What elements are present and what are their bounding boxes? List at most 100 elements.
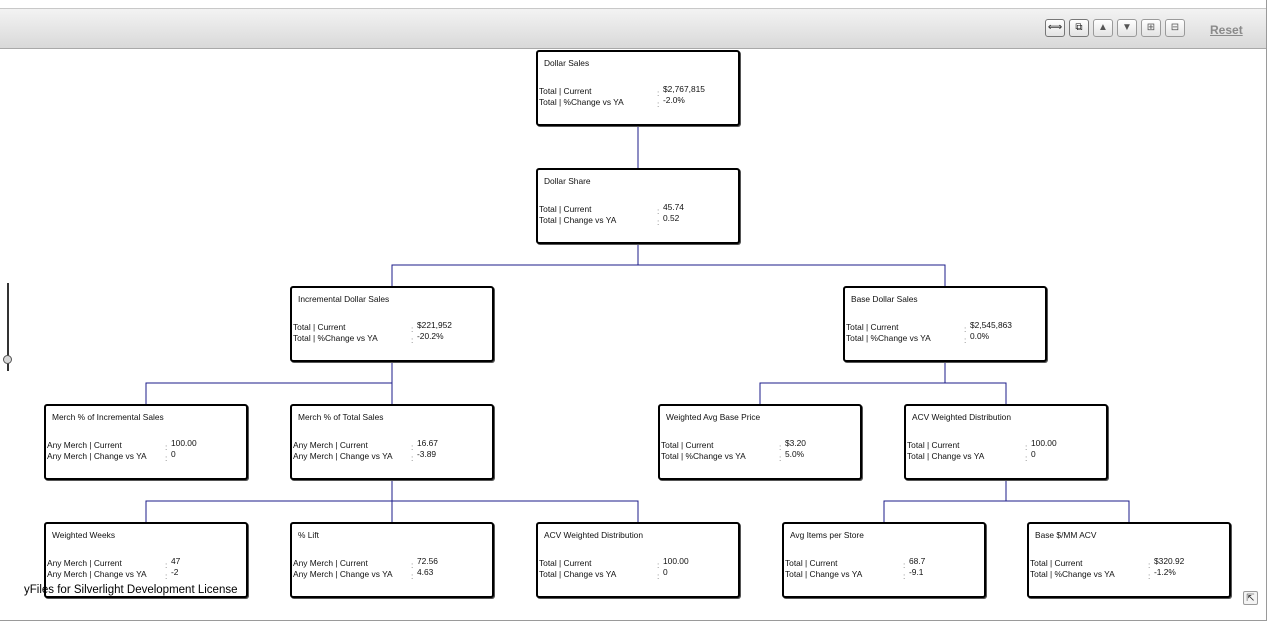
node-row-value: 0 — [663, 567, 668, 577]
node-row-separator: : — [903, 571, 906, 581]
node-row-value: -9.1 — [909, 567, 924, 577]
node-row-label: Any Merch | Current — [47, 440, 122, 450]
node-row-separator: : — [165, 571, 168, 581]
node-row-label: Total | Change vs YA — [539, 569, 617, 579]
node-row-separator: : — [964, 324, 967, 334]
node-row-value: 100.00 — [663, 556, 689, 566]
corner-resize-icon[interactable]: ⇱ — [1243, 591, 1258, 605]
node-row-separator: : — [165, 453, 168, 463]
collapse-icon[interactable]: ⊟ — [1165, 19, 1185, 37]
tree-edge — [1005, 480, 1130, 522]
node-row-value: 72.56 — [417, 556, 438, 566]
node-row-value: $320.92 — [1154, 556, 1185, 566]
node-row-label: Any Merch | Change vs YA — [293, 569, 393, 579]
reset-link[interactable]: Reset — [1210, 23, 1243, 37]
node-row-value: 100.00 — [1031, 438, 1057, 448]
tree-edge — [759, 362, 946, 404]
node-row-value: -2 — [171, 567, 179, 577]
node-row-separator: : — [411, 571, 414, 581]
zoom-slider-thumb[interactable] — [3, 355, 12, 364]
node-row-label: Total | Change vs YA — [539, 215, 617, 225]
node-title: Incremental Dollar Sales — [298, 294, 390, 304]
node-row-label: Total | Current — [539, 558, 592, 568]
node-row-separator: : — [165, 442, 168, 452]
node-row-value: -3.89 — [417, 449, 437, 459]
node-row-separator: : — [411, 560, 414, 570]
node-row-label: Total | Current — [539, 86, 592, 96]
node-row-separator: : — [411, 324, 414, 334]
node-row-value: -2.0% — [663, 95, 685, 105]
node-row-label: Total | Current — [293, 322, 346, 332]
node-row-separator: : — [1025, 442, 1028, 452]
node-row-separator: : — [964, 335, 967, 345]
tree-edge — [391, 480, 639, 522]
node-row-separator: : — [411, 335, 414, 345]
node-title: Merch % of Total Sales — [298, 412, 384, 422]
fit-content-icon[interactable]: ⟺ — [1045, 19, 1065, 37]
node-row-separator: : — [1148, 571, 1151, 581]
node-row-label: Total | Change vs YA — [785, 569, 863, 579]
node-row-separator: : — [903, 560, 906, 570]
node-title: ACV Weighted Distribution — [544, 530, 643, 540]
node-row-separator: : — [657, 88, 660, 98]
node-row-value: 5.0% — [785, 449, 805, 459]
node-title: % Lift — [298, 530, 319, 540]
node-row-label: Total | Current — [907, 440, 960, 450]
node-row-value: $3.20 — [785, 438, 806, 448]
node-row-value: 16.67 — [417, 438, 438, 448]
node-title: Merch % of Incremental Sales — [52, 412, 164, 422]
node-row-value: 68.7 — [909, 556, 926, 566]
node-title: Avg Items per Store — [790, 530, 864, 540]
node-row-value: 0 — [1031, 449, 1036, 459]
move-up-icon[interactable]: ▲ — [1093, 19, 1113, 37]
license-text: yFiles for Silverlight Development Licen… — [24, 584, 238, 596]
zoom-slider-track[interactable] — [7, 283, 9, 371]
node-row-separator: : — [779, 442, 782, 452]
tree-edge — [391, 244, 639, 286]
node-title: Weighted Avg Base Price — [666, 412, 761, 422]
node-row-separator: : — [779, 453, 782, 463]
expand-icon[interactable]: ⊞ — [1141, 19, 1161, 37]
node-row-label: Any Merch | Change vs YA — [47, 451, 147, 461]
node-row-value: $221,952 — [417, 320, 452, 330]
tree-edge — [883, 480, 1007, 522]
node-row-value: $2,545,863 — [970, 320, 1012, 330]
node-row-value: 0.0% — [970, 331, 990, 341]
node-row-label: Total | Current — [1030, 558, 1083, 568]
node-row-label: Total | Current — [785, 558, 838, 568]
node-row-label: Total | %Change vs YA — [1030, 569, 1115, 579]
node-title: Base $/MM ACV — [1035, 530, 1097, 540]
node-title: ACV Weighted Distribution — [912, 412, 1011, 422]
node-row-label: Any Merch | Change vs YA — [47, 569, 147, 579]
node-row-label: Total | %Change vs YA — [293, 333, 378, 343]
node-row-label: Any Merch | Current — [47, 558, 122, 568]
toolbar: ⟺⧉▲▼⊞⊟ Reset — [0, 8, 1266, 49]
node-row-label: Any Merch | Change vs YA — [293, 451, 393, 461]
tree-edge — [145, 362, 393, 404]
node-row-separator: : — [657, 99, 660, 109]
node-row-label: Any Merch | Current — [293, 558, 368, 568]
overview-icon[interactable]: ⧉ — [1069, 19, 1089, 37]
node-row-separator: : — [165, 560, 168, 570]
node-row-label: Total | %Change vs YA — [846, 333, 931, 343]
node-row-separator: : — [657, 560, 660, 570]
node-row-label: Total | Current — [661, 440, 714, 450]
node-row-label: Total | Current — [539, 204, 592, 214]
tree-edge — [637, 244, 946, 286]
move-down-icon[interactable]: ▼ — [1117, 19, 1137, 37]
node-title: Base Dollar Sales — [851, 294, 918, 304]
